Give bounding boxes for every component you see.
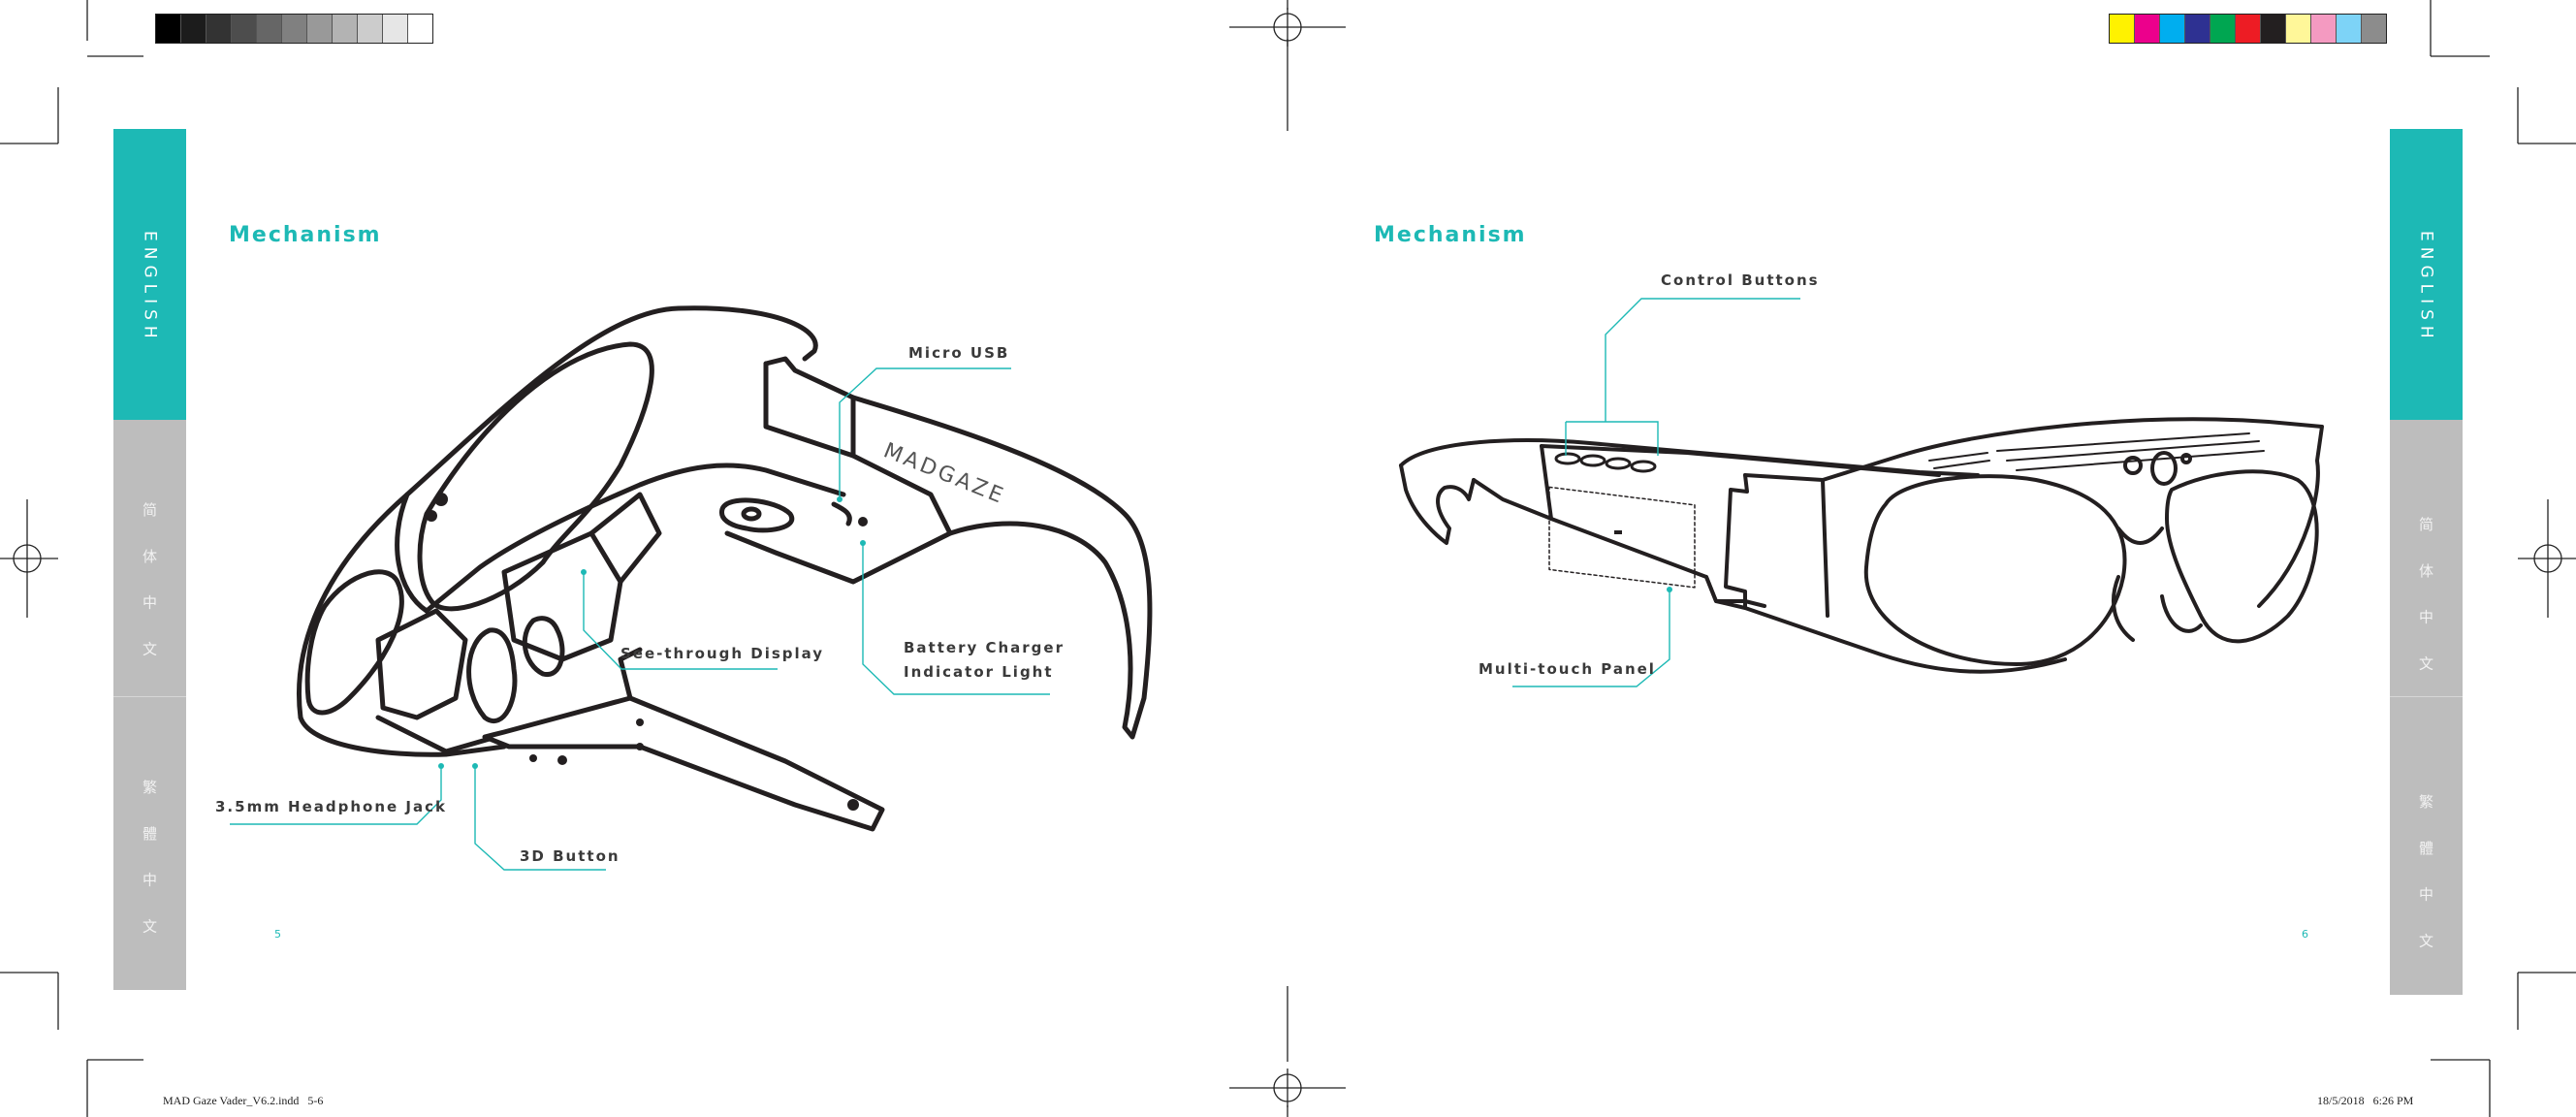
gray-swatch <box>282 15 307 43</box>
callout-headphone-jack: 3.5mm Headphone Jack <box>215 798 448 815</box>
color-swatch <box>2210 15 2236 43</box>
usb-plate <box>719 497 795 533</box>
left-callout-lines <box>230 367 1050 871</box>
grayscale-color-bar <box>155 14 433 44</box>
gray-swatch <box>181 15 207 43</box>
page-number-right: 6 <box>2302 928 2308 941</box>
glasses-underside-illustration: MADGAZE <box>297 305 1153 832</box>
color-swatch <box>2185 15 2210 43</box>
color-swatch <box>2135 15 2160 43</box>
callout-3d-button: 3D Button <box>520 847 620 865</box>
tab-english-label: ENGLISH <box>2416 231 2436 344</box>
slug-filename: MAD Gaze Vader_V6.2.indd 5-6 <box>163 1094 324 1107</box>
callout-control-buttons: Control Buttons <box>1661 271 1820 289</box>
gray-swatch <box>257 15 282 43</box>
color-swatch <box>2261 15 2286 43</box>
control-button-4 <box>1630 460 1657 473</box>
tab-simplified-left: 简 体 中 文 <box>113 420 186 696</box>
color-swatch <box>2110 15 2135 43</box>
gray-swatch <box>307 15 333 43</box>
color-swatch <box>2286 15 2311 43</box>
slug-date: 18/5/2018 6:26 PM <box>2317 1094 2414 1107</box>
tab-simplified-label: 简 体 中 文 <box>141 502 158 670</box>
color-swatch <box>2362 15 2386 43</box>
callout-battery-line2: Indicator Light <box>904 663 1054 681</box>
lens-right <box>417 341 654 612</box>
tab-english-left: ENGLISH <box>113 129 186 420</box>
temple-arm-bottom <box>482 695 885 832</box>
color-swatch <box>2311 15 2337 43</box>
tab-english-label: ENGLISH <box>140 231 160 344</box>
tab-simplified-right: 简 体 中 文 <box>2390 420 2463 696</box>
color-swatch <box>2160 15 2185 43</box>
color-swatch <box>2236 15 2261 43</box>
gray-swatch <box>156 15 181 43</box>
gray-swatch <box>333 15 358 43</box>
color-swatch <box>2337 15 2362 43</box>
control-button-1 <box>1554 452 1581 465</box>
process-color-bar <box>2109 14 2387 44</box>
camera-lens <box>2150 451 2178 486</box>
gray-swatch <box>207 15 232 43</box>
gray-swatch <box>232 15 257 43</box>
tab-traditional-label: 繁 體 中 文 <box>2417 794 2434 962</box>
control-button-3 <box>1605 457 1632 470</box>
frame-outline <box>297 305 818 720</box>
lens-right <box>2165 469 2319 644</box>
nose-pad <box>466 627 518 723</box>
callout-see-through-display: See-through Display <box>620 645 825 662</box>
control-button-2 <box>1579 454 1606 467</box>
gray-swatch <box>383 15 408 43</box>
temple-arm <box>1399 438 1980 477</box>
lens-left <box>304 569 404 716</box>
gray-swatch <box>408 15 432 43</box>
tab-english-right: ENGLISH <box>2390 129 2463 420</box>
glasses-side-illustration <box>1399 417 2324 674</box>
tab-traditional-left: 繁 體 中 文 <box>113 696 186 990</box>
callout-battery-indicator: Battery Charger Indicator Light <box>904 636 1065 685</box>
page-title-left: Mechanism <box>229 223 382 247</box>
tab-traditional-right: 繁 體 中 文 <box>2390 696 2463 995</box>
page-number-left: 5 <box>274 928 281 941</box>
temple-arm-right <box>724 356 1153 740</box>
callout-micro-usb: Micro USB <box>908 344 1010 362</box>
touch-panel-area <box>1548 486 1696 589</box>
tab-traditional-label: 繁 體 中 文 <box>141 780 158 947</box>
lens-left <box>1863 474 2127 666</box>
callout-multi-touch-panel: Multi-touch Panel <box>1479 660 1656 678</box>
page-title-right: Mechanism <box>1374 223 1527 247</box>
gray-swatch <box>358 15 383 43</box>
tab-simplified-label: 简 体 中 文 <box>2417 517 2434 685</box>
callout-battery-line1: Battery Charger <box>904 639 1065 656</box>
